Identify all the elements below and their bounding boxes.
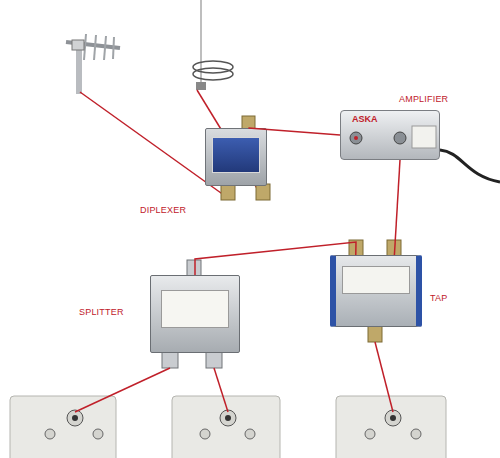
- coax-cable: [195, 242, 356, 275]
- wall-socket: [10, 396, 116, 458]
- f-connector: [221, 184, 235, 200]
- antenna-mast: [76, 44, 82, 94]
- f-connector: [206, 352, 222, 368]
- socket-port: [220, 410, 236, 426]
- wall-socket: [336, 396, 446, 458]
- amplifier-sticker: [412, 126, 436, 148]
- antenna-base: [196, 82, 206, 90]
- antenna-clamp: [72, 40, 84, 50]
- amplifier-led: [354, 136, 358, 140]
- antenna-element: [94, 35, 96, 60]
- f-connector: [368, 326, 382, 342]
- device-box: TAP: [330, 255, 422, 327]
- wall-socket: [172, 396, 280, 458]
- wire: [75, 368, 170, 412]
- device-label: AMPLIFIER: [399, 94, 448, 104]
- amplifier-port: [350, 132, 362, 144]
- socket-port: [385, 410, 401, 426]
- wire: [214, 368, 228, 412]
- antenna-loop: [193, 68, 233, 80]
- f-connector: [187, 260, 201, 276]
- yagi-antenna: [66, 34, 120, 94]
- coax-cable: [248, 128, 340, 135]
- wire: [375, 342, 393, 412]
- antenna-element: [104, 36, 106, 60]
- socket-port: [67, 410, 83, 426]
- f-connector: [349, 240, 363, 256]
- socket-plate: [336, 396, 446, 458]
- socket-port: [245, 429, 255, 439]
- socket-plate: [10, 396, 116, 458]
- antenna-loop: [193, 61, 233, 73]
- socket-port: [365, 429, 375, 439]
- coax-cable: [394, 160, 400, 255]
- f-connector: [387, 240, 401, 256]
- socket-pin: [72, 415, 78, 421]
- device-label: TAP: [430, 293, 447, 303]
- socket-port: [411, 429, 421, 439]
- f-connector: [256, 184, 270, 200]
- brand-label: ASKA: [352, 114, 378, 124]
- device-box: SPLITTER: [150, 275, 240, 353]
- socket-plate: [172, 396, 280, 458]
- socket-port: [200, 429, 210, 439]
- device-box: DIPLEXER: [205, 128, 267, 186]
- antenna-element: [113, 37, 114, 59]
- loop-antenna: [193, 0, 233, 90]
- device-label: SPLITTER: [79, 307, 124, 317]
- f-connector: [162, 352, 178, 368]
- socket-port: [93, 429, 103, 439]
- device-label: DIPLEXER: [140, 205, 186, 215]
- antenna-boom: [66, 42, 120, 48]
- socket-pin: [390, 415, 396, 421]
- power-cable: [440, 150, 500, 182]
- amplifier-port: [394, 132, 406, 144]
- antenna-element: [84, 34, 86, 60]
- socket-pin: [225, 415, 231, 421]
- socket-port: [45, 429, 55, 439]
- antenna-rod: [200, 0, 202, 84]
